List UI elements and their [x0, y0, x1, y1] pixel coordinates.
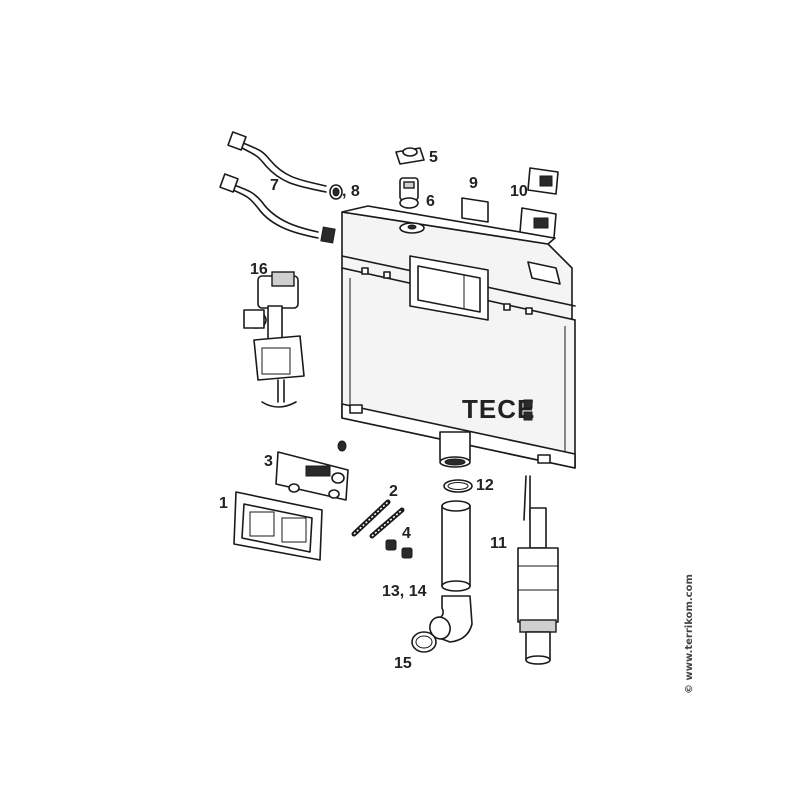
brand-logo: TECE: [462, 394, 535, 424]
callout-12: 12: [476, 477, 494, 494]
callout-10: 10: [510, 183, 528, 200]
mounting-bracket: [275, 440, 349, 501]
callout-3: 3: [264, 453, 273, 470]
mounting-clips: [519, 167, 559, 239]
callout-5: 5: [429, 149, 438, 166]
cistern-tank: TECE: [341, 205, 576, 469]
callout-7: 7: [270, 177, 279, 194]
fill-valve: [243, 271, 305, 408]
callout-6: 6: [426, 193, 435, 210]
flexible-hoses: [219, 131, 336, 244]
callout-2: 2: [389, 483, 398, 500]
callout-13-14: 13, 14: [382, 583, 427, 600]
callout-11: 11: [490, 535, 507, 552]
flush-pipe: [429, 500, 473, 643]
connector-piece: [395, 147, 425, 165]
callout-9: 9: [469, 175, 478, 192]
nut-fitting: [329, 184, 343, 200]
flush-frame: [233, 491, 323, 561]
callout-16: 16: [250, 261, 268, 278]
flush-valve: [517, 475, 559, 665]
callout-4: 4: [402, 525, 411, 542]
pipe-ring: [411, 631, 437, 653]
callout-15: 15: [394, 655, 412, 672]
watermark: © www.terrikom.com: [684, 574, 695, 694]
seal-ring: [443, 479, 473, 493]
valve-connector: [399, 177, 419, 209]
callout-8: , 8: [342, 183, 360, 200]
threaded-rods: [351, 499, 405, 539]
small-nuts: [385, 539, 413, 559]
cover-plate: [461, 197, 489, 223]
callout-1: 1: [219, 495, 228, 512]
